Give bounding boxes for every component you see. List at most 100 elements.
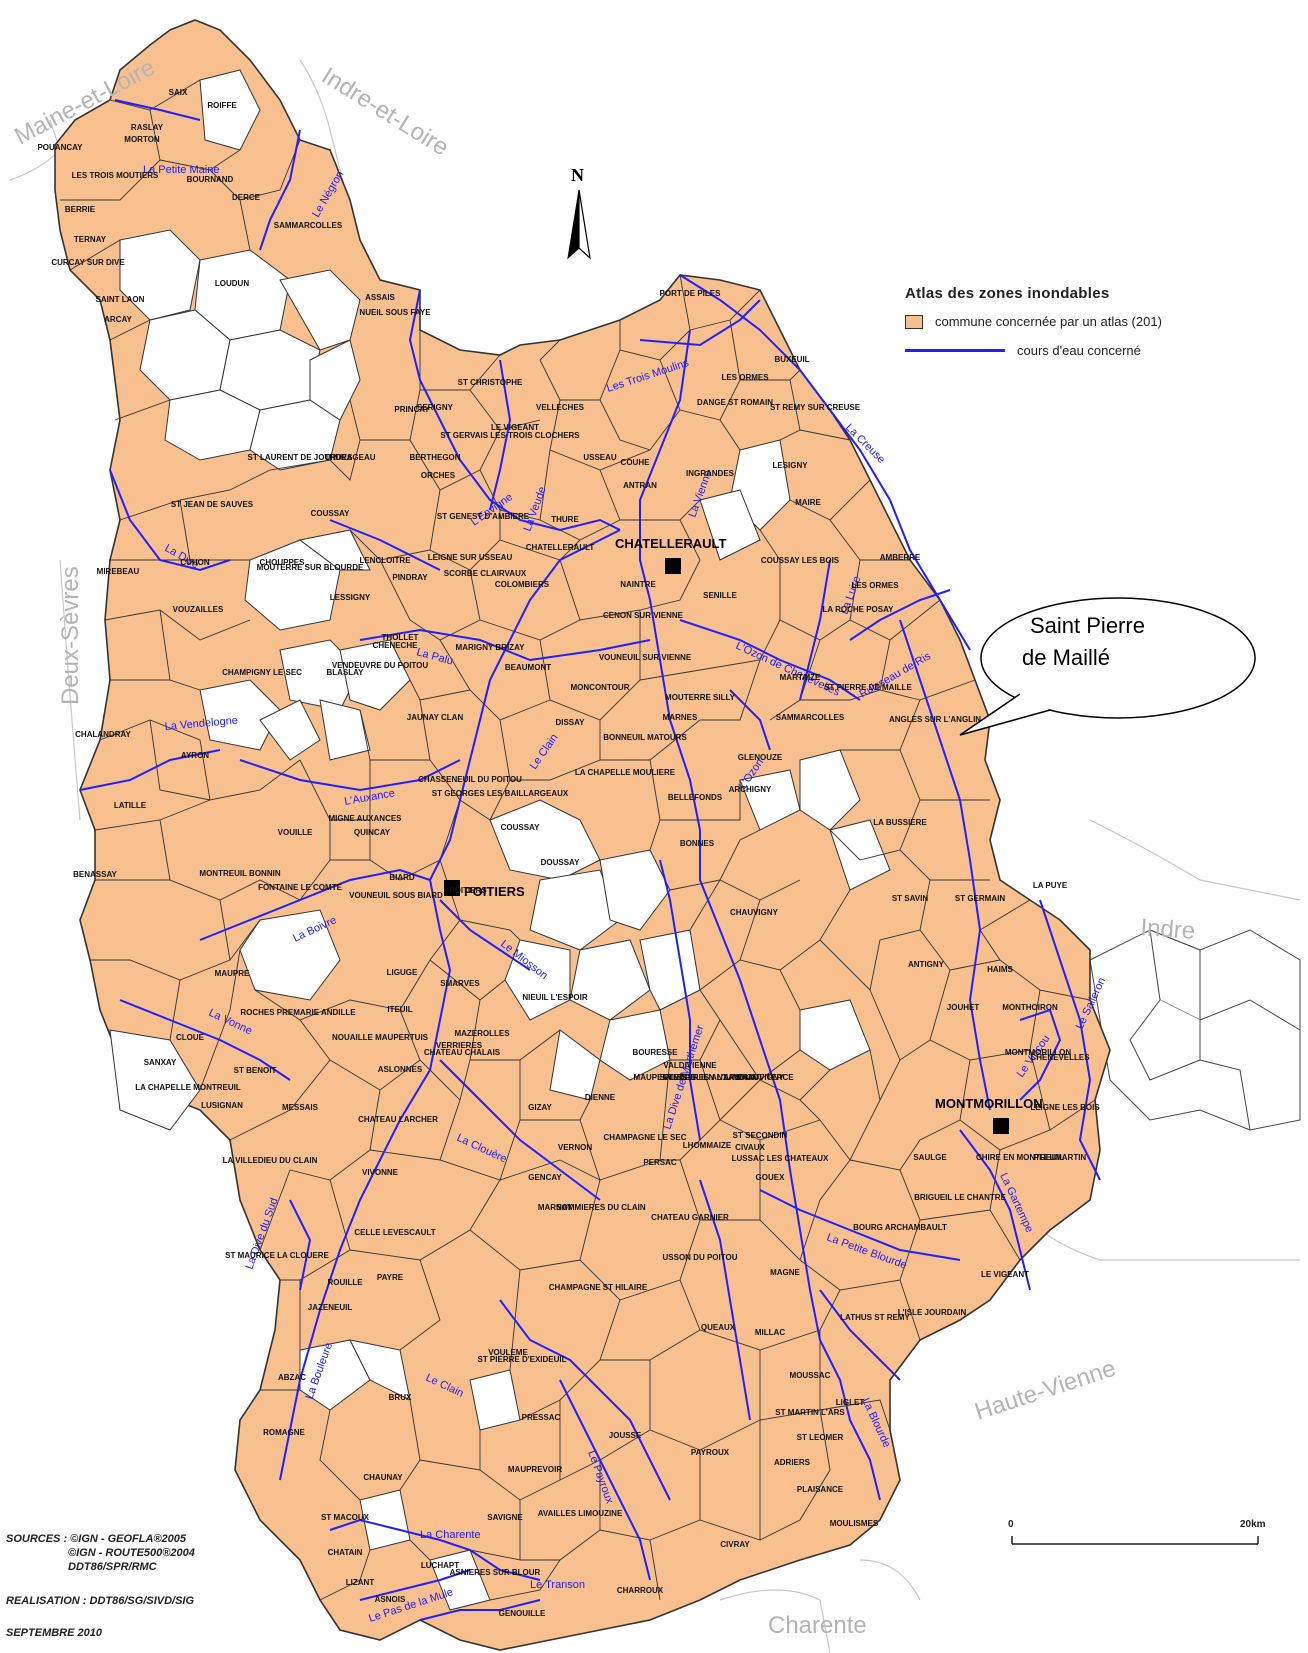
chatellerault-marker <box>665 558 681 574</box>
commune-label: MOULISMES <box>830 1519 879 1528</box>
commune-label: SMARVES <box>440 979 480 988</box>
commune-label: USSON DU POITOU <box>663 1253 738 1262</box>
commune-label: JOUSSE <box>609 1431 642 1440</box>
commune-label: MAUPRE <box>215 969 250 978</box>
commune-label: CHALANDRAY <box>75 730 131 739</box>
commune-label: MOUTERRE SILLY <box>665 693 736 702</box>
commune-label: MONTHOIRON <box>1002 1003 1058 1012</box>
commune-label: LA BUSSIERE <box>873 818 927 827</box>
commune-label: ROUILLE <box>327 1278 363 1287</box>
commune-label: BIARD <box>389 873 415 882</box>
commune-label: CHATAIN <box>328 1548 363 1557</box>
commune-label: VOUNEUIL SOUS BIARD <box>349 891 443 900</box>
commune-label: LES ORMES <box>851 581 899 590</box>
commune-label: L'ISLE JOURDAIN <box>898 1308 967 1317</box>
commune-label: ADRIERS <box>774 1458 811 1467</box>
commune-label: GOUEX <box>756 1173 786 1182</box>
commune-label: ANTRAN <box>623 481 657 490</box>
commune-label: QUEAUX <box>701 1323 736 1332</box>
commune-label: ST GENEST D'AMBIERE <box>437 512 530 521</box>
commune-label: THURAGEAU <box>324 453 375 462</box>
commune-label: NOUAILLE MAUPERTUIS <box>332 1033 429 1042</box>
commune-label: GENCAY <box>528 1173 562 1182</box>
commune-label: BEAUMONT <box>505 663 551 672</box>
scale-end-label: 20km <box>1240 1519 1266 1530</box>
commune-label: NUEIL SOUS FAYE <box>359 308 431 317</box>
commune-label: LES TROIS MOUTIERS <box>72 171 159 180</box>
commune-label: LUCHAPT <box>421 1561 459 1570</box>
commune-label: MIREBEAU <box>97 567 140 576</box>
commune-label: ST GEORGES LES BAILLARGEAUX <box>432 789 569 798</box>
commune-label: VERRIERES <box>436 1041 483 1050</box>
commune-label: LES ORMES <box>721 373 769 382</box>
commune-label: ABZAC <box>278 1373 306 1382</box>
commune-label: MAIRE <box>795 498 821 507</box>
commune-label: PAYRE <box>377 1273 404 1282</box>
commune-label: MESSAIS <box>282 1103 319 1112</box>
commune-label: MAZEROLLES <box>454 1029 510 1038</box>
commune-label: CLOUE <box>176 1033 205 1042</box>
commune-label: CHIRE EN MONTREUIL <box>976 1153 1064 1162</box>
legend-river-row: cours d'eau concerné <box>905 343 1305 358</box>
commune-label: BENASSAY <box>73 870 117 879</box>
commune-label: SAULGE <box>913 1153 947 1162</box>
commune-label: ARCHIGNY <box>729 785 772 794</box>
commune-label: MORTON <box>124 135 160 144</box>
river-label-transon: Le Transon <box>530 1579 585 1591</box>
callout-line2: de Maillé <box>1022 645 1111 670</box>
label-charente: Charente <box>768 1612 867 1639</box>
commune-label: CHATEAU GARNIER <box>651 1213 729 1222</box>
river-label-petite-maine: La Petite Maine <box>143 164 219 176</box>
commune-label: ST REMY SUR CREUSE <box>770 403 861 412</box>
commune-label: JOUHET <box>947 1003 980 1012</box>
commune-label: MAUPREVOIR <box>508 1465 562 1474</box>
callout-tail-cover <box>1021 691 1049 710</box>
commune-label: POITIERS <box>449 886 487 895</box>
commune-label: BELLEFONDS <box>668 793 723 802</box>
label-indre-et-loire: Indre-et-Loire <box>317 62 453 161</box>
commune-label: MARNAY <box>538 1203 573 1212</box>
commune-label: SANXAY <box>144 1058 177 1067</box>
commune-label: PERSAC <box>643 1158 677 1167</box>
commune-label: PRINCAY <box>394 405 430 414</box>
commune-label: ST PIERRE D'EXIDEUIL <box>477 1355 566 1364</box>
commune-label: ANTIGNY <box>908 960 945 969</box>
commune-label: MIGNE AUXANCES <box>328 814 402 823</box>
commune-label: SAMMARCOLLES <box>776 713 845 722</box>
scale-bar <box>1011 1536 1259 1545</box>
commune-label: ANGLES SUR L'ANGLIN <box>889 715 981 724</box>
commune-label: ST JEAN DE SAUVES <box>171 500 254 509</box>
label-haute-vienne: Haute-Vienne <box>972 1355 1120 1426</box>
commune-label: MONTMORILLON <box>1005 1048 1071 1057</box>
commune-label: PLEUMARTIN <box>1034 1153 1087 1162</box>
commune-label: LESIGNY <box>772 461 808 470</box>
commune-label: PINDRAY <box>392 573 428 582</box>
montmorillon-label: MONTMORILLON <box>935 1096 1043 1111</box>
credits: SOURCES : ©IGN - GEOFLA®2005 ©IGN - ROUT… <box>6 1532 195 1640</box>
commune-label: LE VIGEANT <box>491 423 539 432</box>
commune-label: NAINTRE <box>620 580 656 589</box>
commune-label: LE VIGEANT <box>981 1270 1029 1279</box>
commune-label: LIGLET <box>836 1398 865 1407</box>
commune-label: CURCAY SUR DIVE <box>51 258 125 267</box>
callout-bubble <box>959 597 1256 736</box>
commune-boundaries <box>60 79 1096 1601</box>
label-indre: Indre <box>1140 914 1196 945</box>
commune-label: AMBERRE <box>880 553 921 562</box>
commune-label: SAINT JULIEN L'ARS <box>660 1073 741 1082</box>
commune-label: FONTAINE LE COMTE <box>258 883 343 892</box>
commune-label: DOUSSAY <box>541 858 580 867</box>
commune-label: PLAISANCE <box>797 1485 844 1494</box>
commune-label: DANGE ST ROMAIN <box>697 398 773 407</box>
north-arrow-left-half <box>567 189 580 260</box>
commune-label: ASSAIS <box>365 293 395 302</box>
commune-label: VERNON <box>558 1143 592 1152</box>
montmorillon-marker <box>993 1118 1009 1134</box>
commune-label: CHAUNAY <box>363 1473 403 1482</box>
commune-label: CHENEVELLES <box>1030 1053 1090 1062</box>
north-arrow <box>567 189 591 260</box>
commune-label: BOURNAND <box>187 175 234 184</box>
commune-label: AVAILLES LIMOUZINE <box>538 1509 623 1518</box>
commune-label: ST BENOIT <box>234 1066 277 1075</box>
commune-label: DISSAY <box>555 718 585 727</box>
